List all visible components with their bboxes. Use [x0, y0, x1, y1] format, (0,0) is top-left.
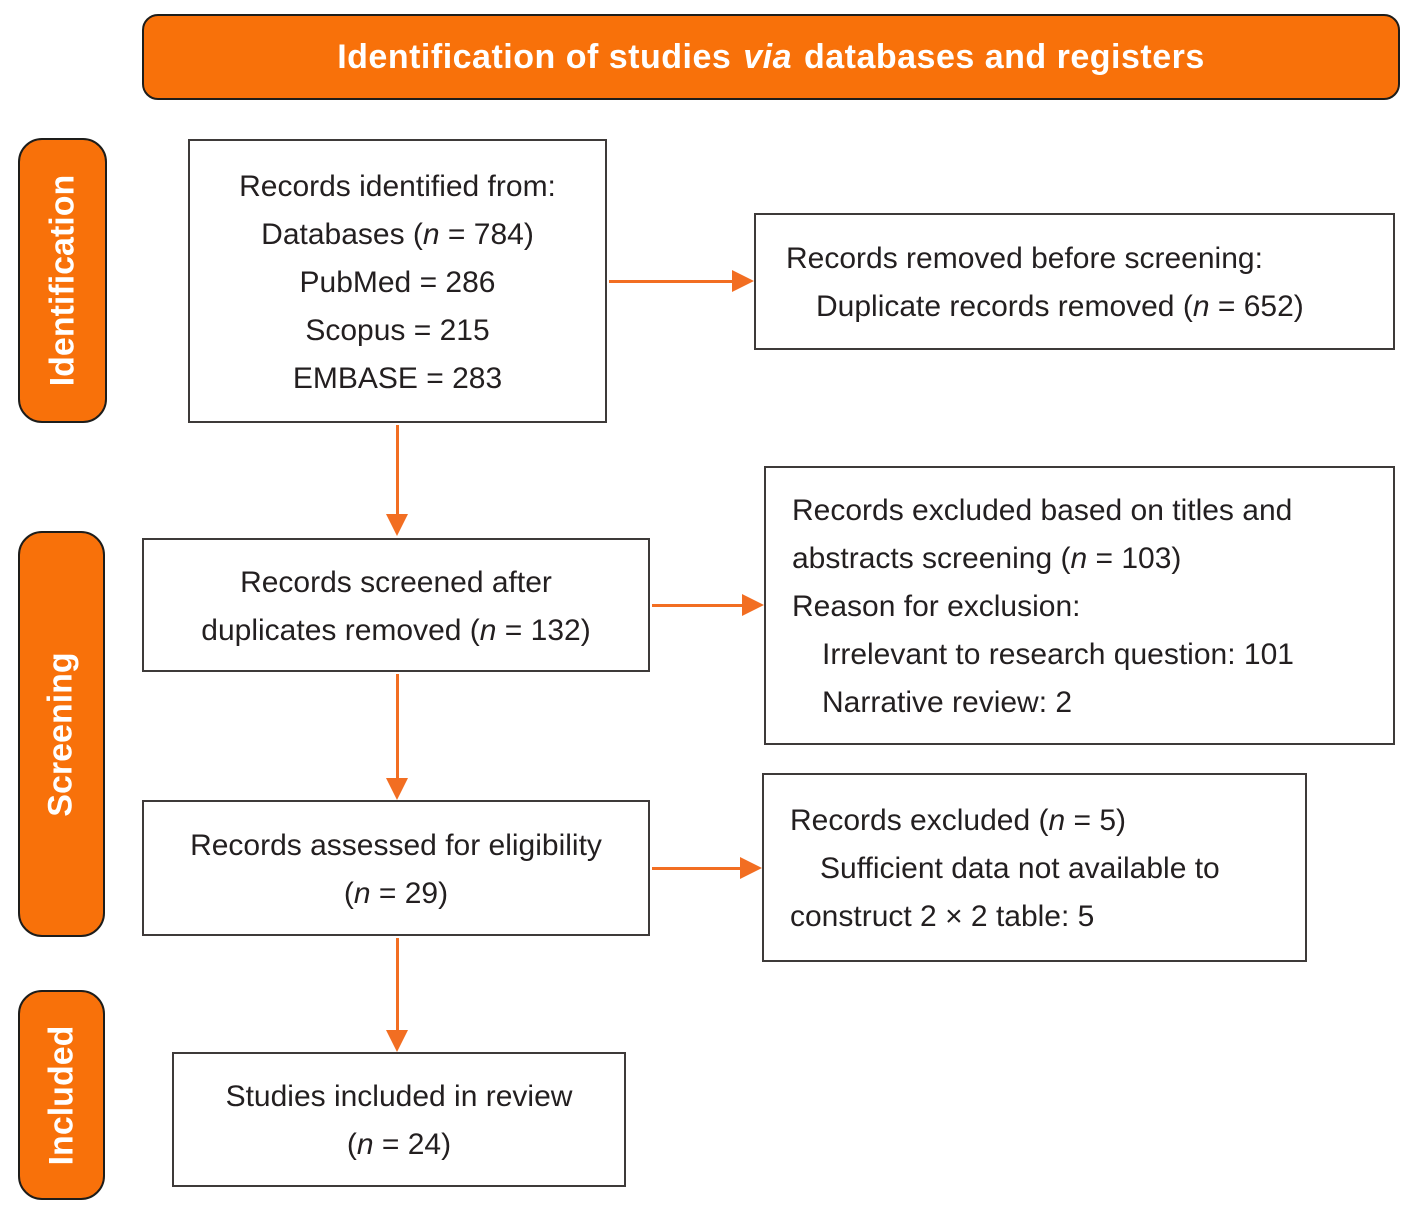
- box-line: Studies included in review: [225, 1080, 573, 1113]
- phase-label-identification-text: Identification: [43, 174, 81, 387]
- header-banner: Identification of studies via databases …: [142, 14, 1400, 100]
- box-records-excluded-eligibility: Records excluded (n = 5) Sufficient data…: [762, 773, 1307, 962]
- box-line: construct 2 × 2 table: 5: [790, 900, 1095, 933]
- box-line: duplicates removed (n = 132): [201, 614, 591, 647]
- box-records-screened: Records screened after duplicates remove…: [142, 538, 650, 672]
- phase-label-screening-text: Screening: [42, 651, 81, 817]
- box-line: Records excluded based on titles and: [792, 494, 1293, 527]
- arrow-right-icon: [740, 857, 762, 879]
- arrow-line: [396, 938, 399, 1030]
- box-line: Records excluded (n = 5): [790, 804, 1127, 837]
- box-line: Records identified from:: [239, 170, 556, 203]
- box-line: Databases (n = 784): [261, 218, 534, 251]
- arrow-line: [396, 425, 399, 515]
- box-records-identified: Records identified from: Databases (n = …: [188, 139, 607, 423]
- box-line: Irrelevant to research question: 101: [822, 638, 1294, 671]
- box-line: Reason for exclusion:: [792, 590, 1081, 623]
- box-line: (n = 24): [346, 1128, 452, 1161]
- arrow-line: [609, 280, 733, 283]
- box-line: PubMed = 286: [299, 266, 496, 299]
- arrow-right-icon: [732, 270, 754, 292]
- box-line: Scopus = 215: [305, 314, 490, 347]
- box-line: Duplicate records removed (n = 652): [816, 290, 1304, 323]
- phase-label-included-text: Included: [42, 1025, 81, 1165]
- arrow-right-icon: [742, 594, 764, 616]
- box-records-excluded-titles-abstracts: Records excluded based on titles and abs…: [764, 466, 1395, 745]
- phase-label-screening: Screening: [18, 531, 105, 937]
- box-line: (n = 29): [343, 877, 449, 910]
- arrow-line: [652, 604, 742, 607]
- header-title-post: databases and registers: [794, 37, 1205, 76]
- box-records-assessed-eligibility: Records assessed for eligibility (n = 29…: [142, 800, 650, 936]
- arrow-line: [396, 674, 399, 778]
- arrow-line: [652, 867, 740, 870]
- box-studies-included: Studies included in review (n = 24): [172, 1052, 626, 1187]
- arrow-down-icon: [386, 1030, 408, 1052]
- arrow-down-icon: [386, 778, 408, 800]
- arrow-down-icon: [386, 514, 408, 536]
- box-line: Records removed before screening:: [786, 242, 1263, 275]
- header-title-italic: via: [743, 37, 793, 76]
- box-line: Records screened after: [240, 566, 552, 599]
- box-line: Sufficient data not available to: [820, 852, 1220, 885]
- box-line: EMBASE = 283: [292, 362, 503, 395]
- box-line: Records assessed for eligibility: [190, 829, 602, 862]
- phase-label-included: Included: [18, 990, 105, 1200]
- phase-label-identification: Identification: [18, 138, 107, 423]
- header-title-pre: Identification of studies: [337, 37, 742, 76]
- header-title: Identification of studies via databases …: [337, 38, 1205, 77]
- box-line: abstracts screening (n = 103): [792, 542, 1182, 575]
- box-line: Narrative review: 2: [822, 686, 1073, 719]
- box-records-removed-before-screening: Records removed before screening: Duplic…: [754, 213, 1395, 350]
